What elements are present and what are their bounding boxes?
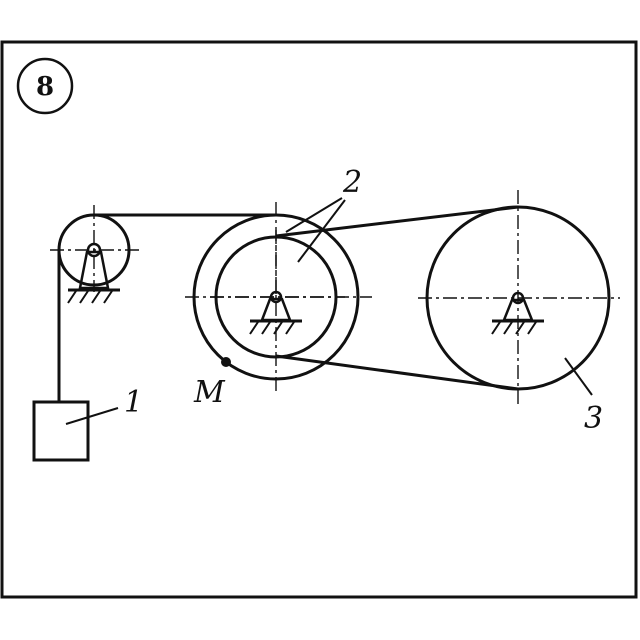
label-large-pulley: 3 xyxy=(584,401,603,436)
label-stepped-pulley: 2 xyxy=(342,165,362,200)
leader-pulley3 xyxy=(564,357,593,396)
belt-lower xyxy=(275,354,519,391)
load-block xyxy=(32,400,90,462)
leader-load xyxy=(65,407,119,425)
guide-pulley xyxy=(50,205,140,304)
point-m-marker xyxy=(221,357,231,367)
leader-pulley2-outer xyxy=(285,197,343,233)
large-pulley xyxy=(418,190,620,405)
label-point-m: M xyxy=(193,375,226,410)
figure-number-badge xyxy=(16,57,74,115)
label-load: 1 xyxy=(124,385,143,420)
belt-upper xyxy=(275,205,519,238)
figure-number: 8 xyxy=(36,72,54,102)
frame xyxy=(0,40,638,599)
leader-pulley2-inner xyxy=(297,199,346,263)
